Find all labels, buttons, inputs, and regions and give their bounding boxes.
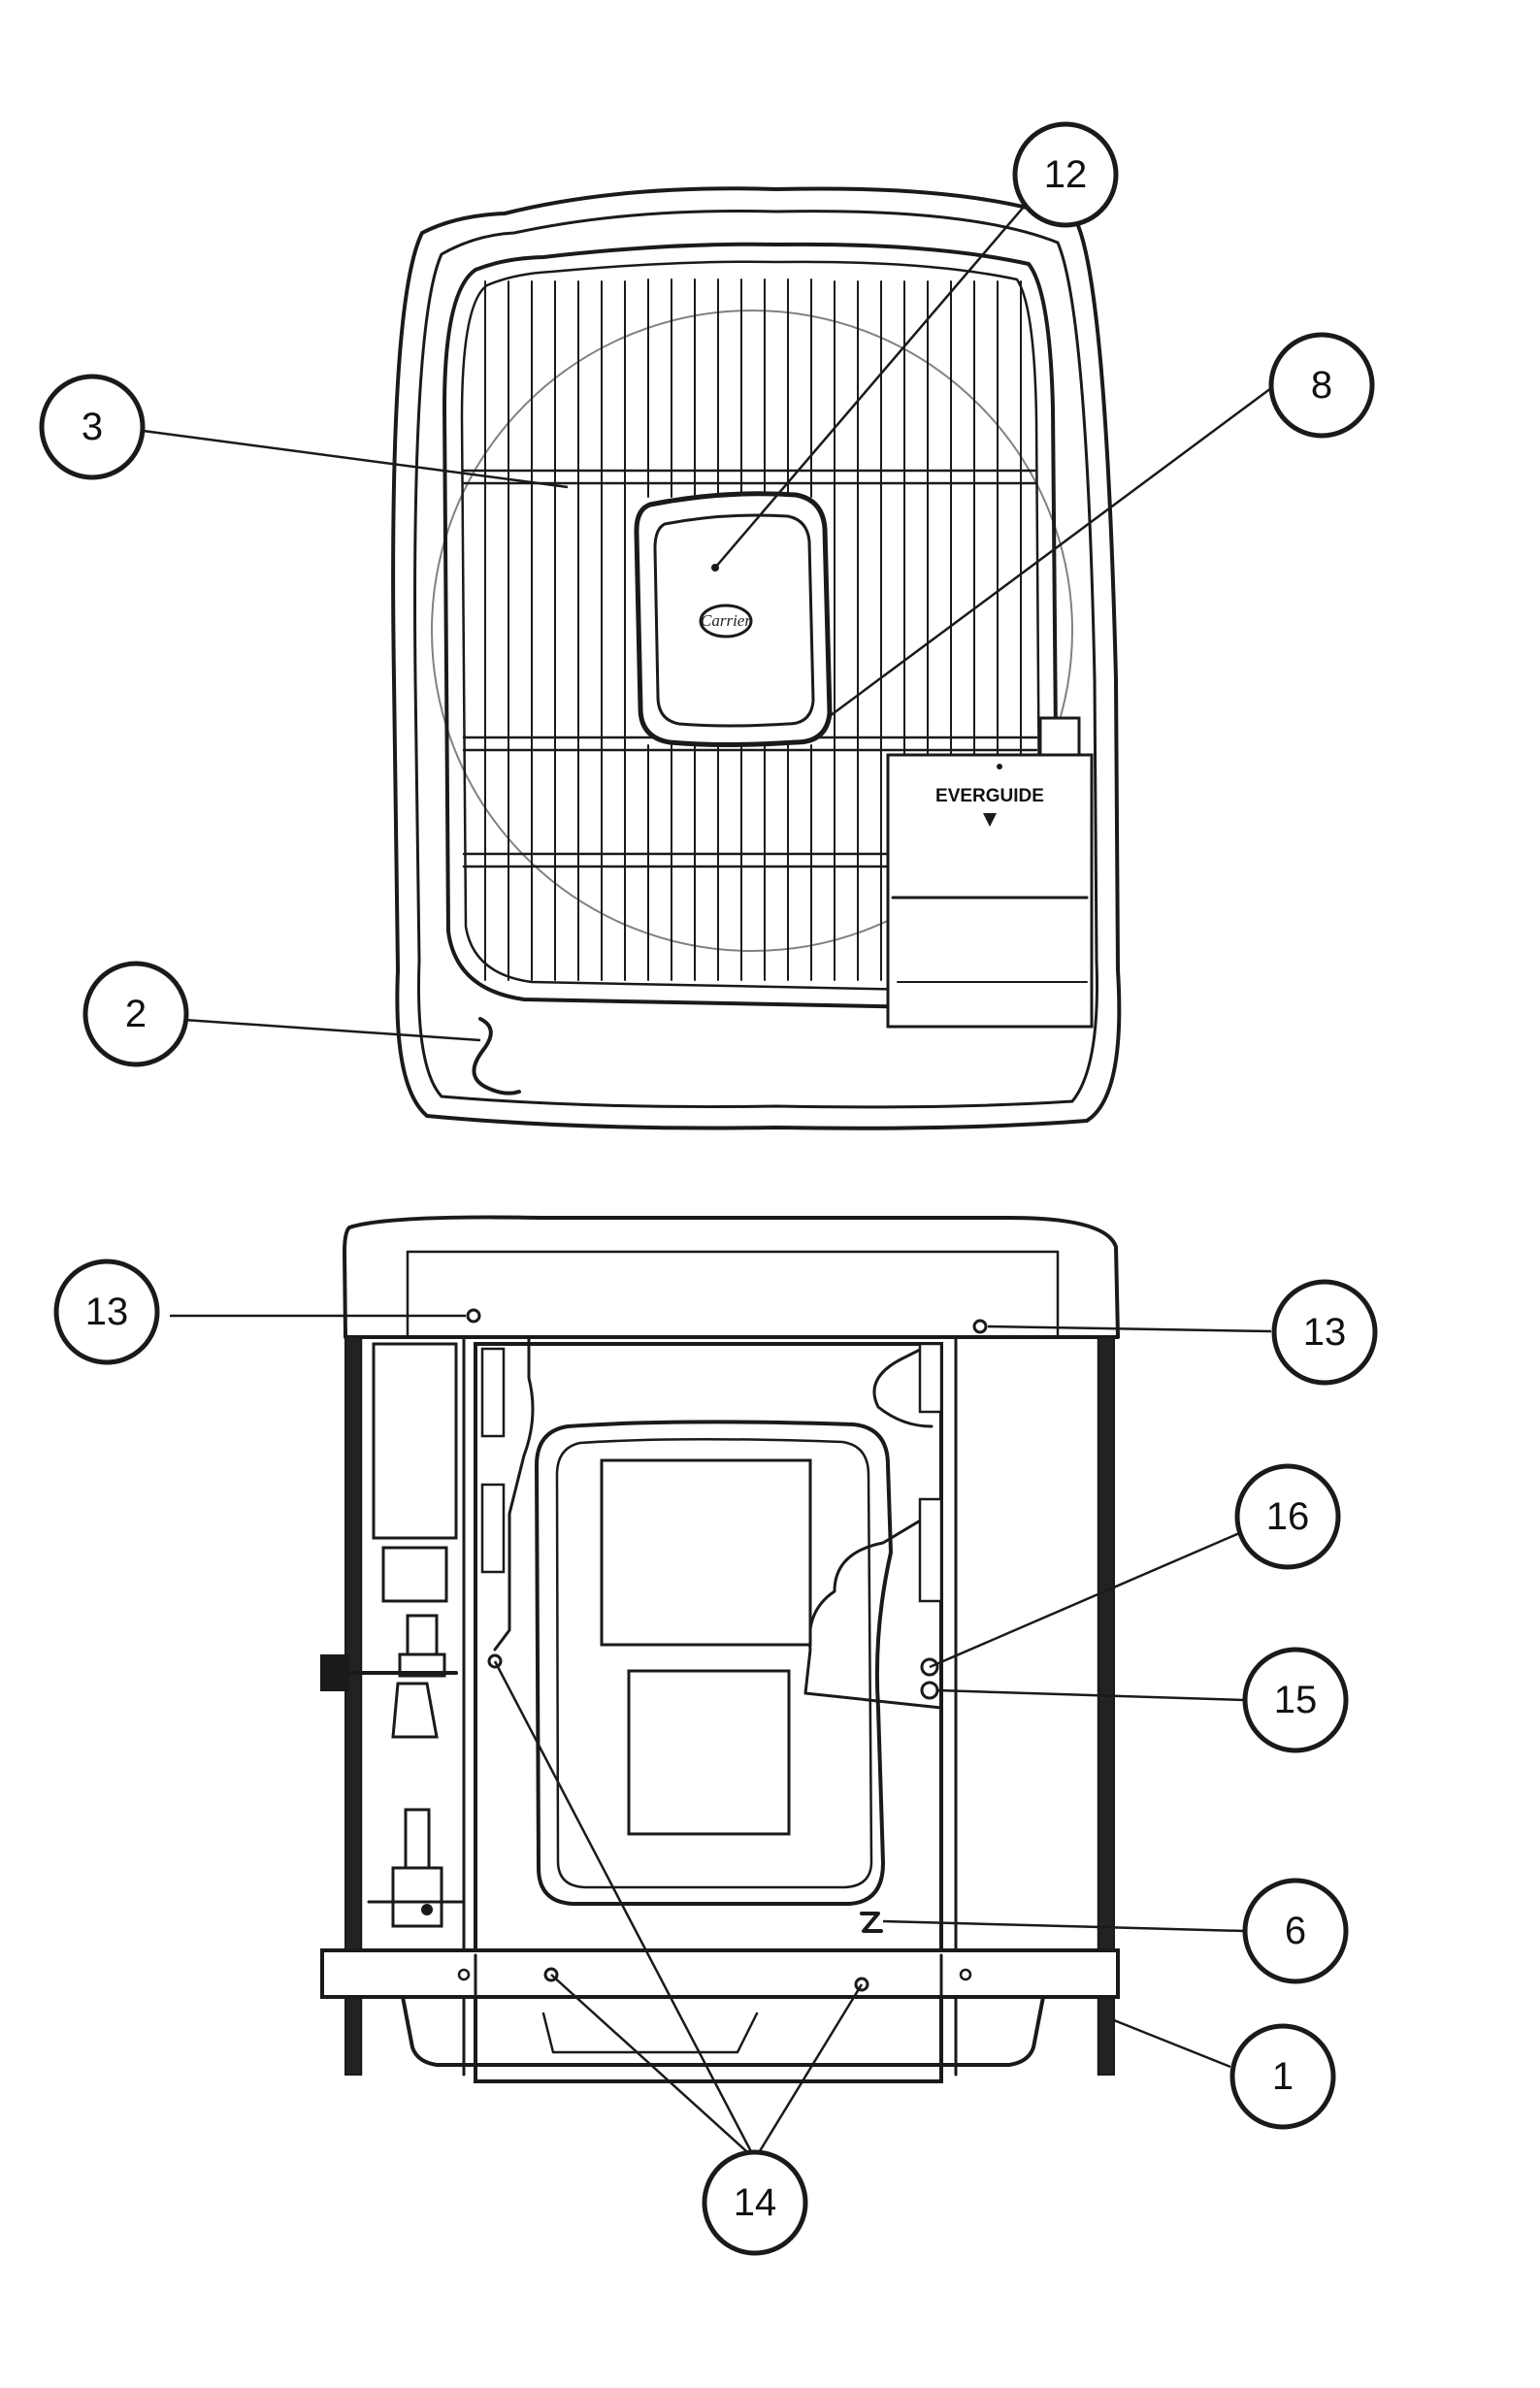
callout-8-label: 8 (1311, 364, 1332, 407)
everguide-label: EVERGUIDE (935, 786, 1044, 806)
callout-3: 3 (39, 374, 146, 480)
top-view-unit: Carrier EVERGUIDE (391, 186, 1122, 1130)
carrier-logo-text: Carrier (701, 611, 751, 630)
grille-bars (484, 278, 1022, 981)
callout-13-left-label: 13 (85, 1291, 129, 1333)
callout-2-label: 2 (125, 993, 147, 1035)
everguide-label-plate: EVERGUIDE (886, 716, 1094, 1029)
callout-12-label: 12 (1044, 153, 1088, 196)
callout-16-label: 16 (1266, 1495, 1310, 1538)
fan-hub-cap: Carrier (634, 491, 833, 747)
leader-lines (135, 172, 1272, 2160)
front-view-unit (320, 1215, 1120, 2083)
callout-3-label: 3 (82, 406, 103, 448)
callout-1: 1 (1229, 2023, 1336, 2130)
callout-14: 14 (702, 2149, 808, 2256)
callout-13-right: 13 (1271, 1279, 1378, 1386)
callout-12: 12 (1012, 121, 1119, 228)
service-valves (320, 1614, 466, 1928)
callout-1-label: 1 (1272, 2055, 1294, 2098)
callout-6: 6 (1242, 1878, 1349, 1984)
callout-8: 8 (1268, 332, 1375, 439)
carrier-logo-icon (699, 604, 753, 638)
callout-15: 15 (1242, 1647, 1349, 1753)
callout-2: 2 (82, 961, 189, 1067)
callout-14-label: 14 (734, 2181, 777, 2224)
callout-15-label: 15 (1274, 1679, 1318, 1721)
callout-6-label: 6 (1285, 1910, 1306, 1952)
callout-13-left: 13 (53, 1259, 160, 1365)
callout-13-right-label: 13 (1303, 1311, 1347, 1354)
callout-16: 16 (1234, 1463, 1341, 1570)
